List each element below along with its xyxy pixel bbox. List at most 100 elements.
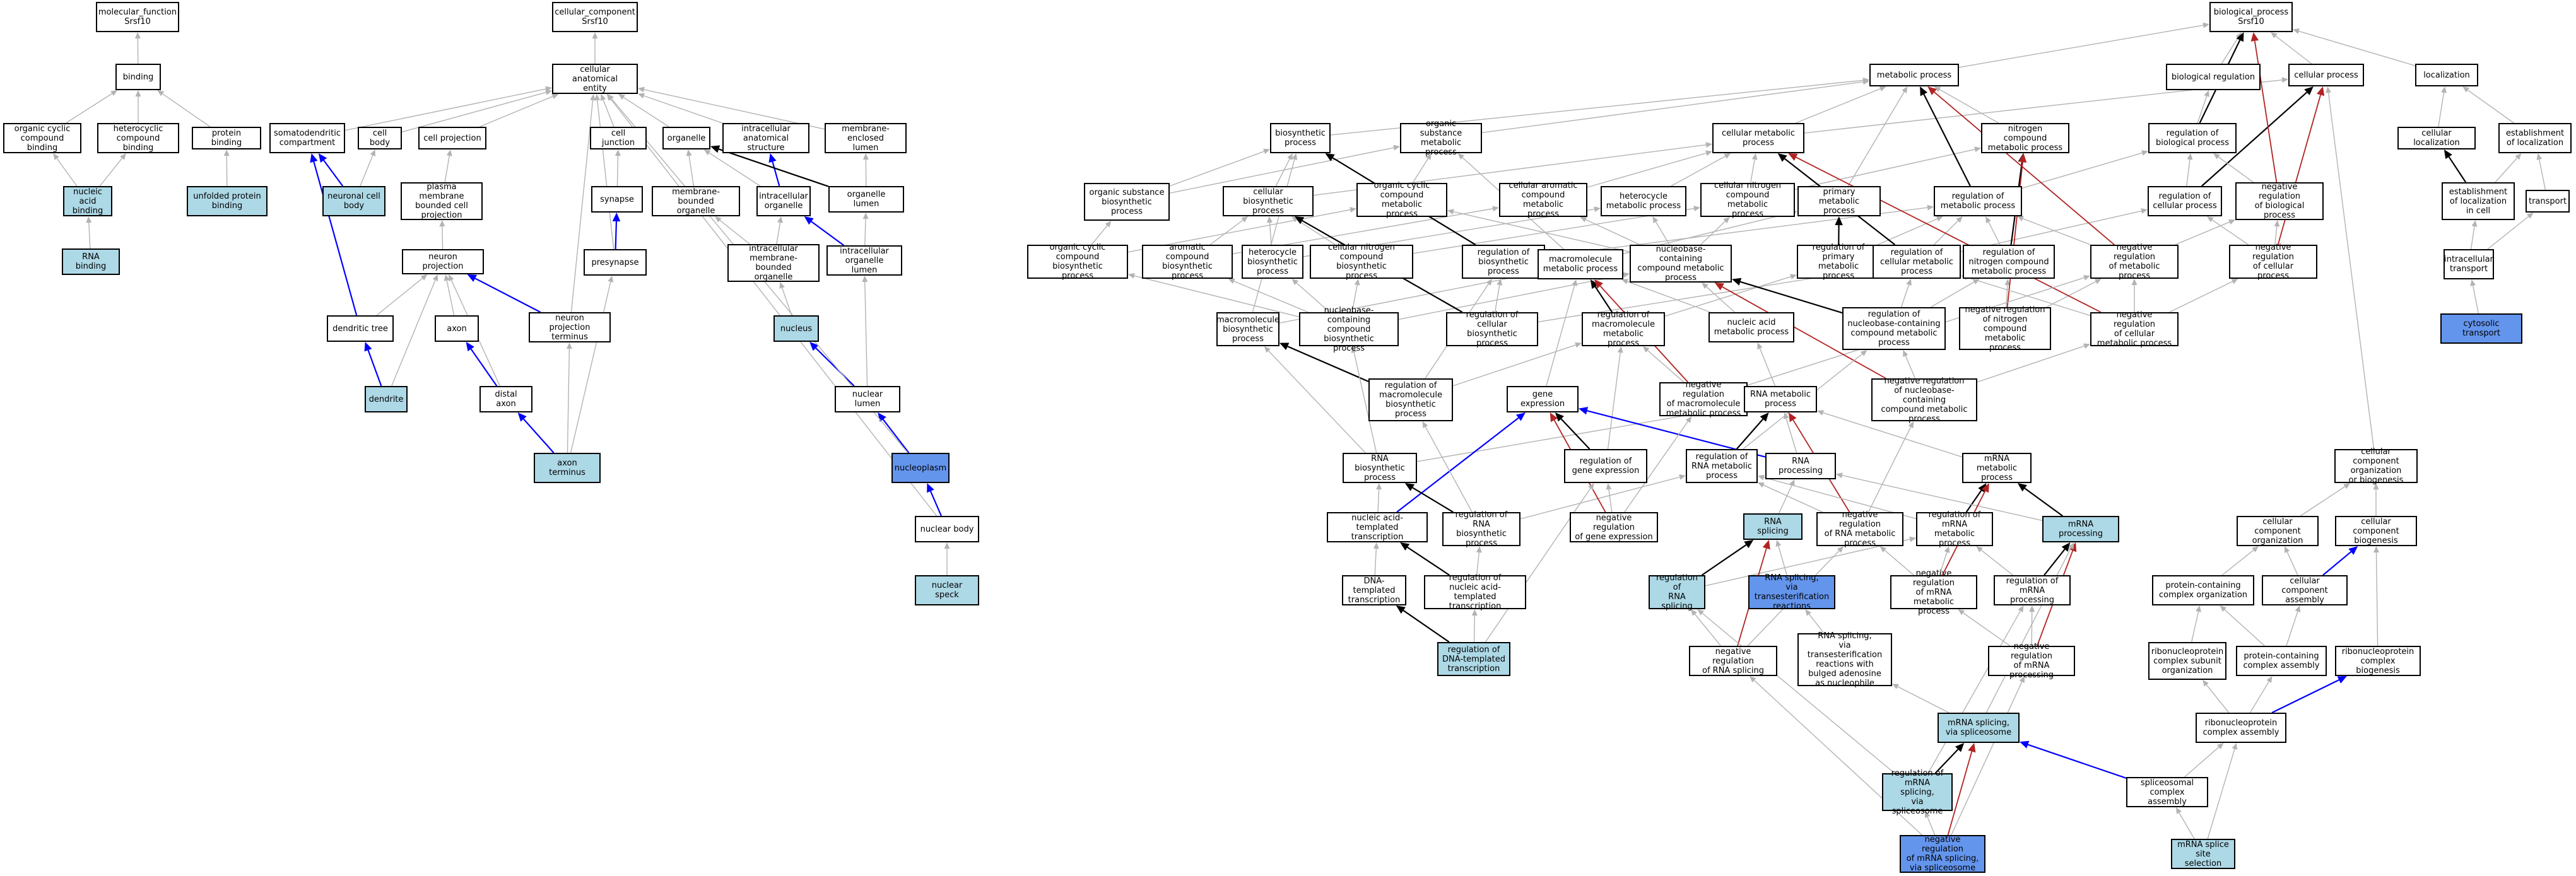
go-term-reg-rna-bio[interactable]: regulation of RNA biosynthetic process [1442,510,1520,548]
go-term-protein-complex-asm[interactable]: protein-containing complex assembly [2236,646,2327,676]
go-term-biological-regulation[interactable]: biological regulation [2166,64,2261,90]
go-term-cell-projection[interactable]: cell projection [418,127,486,149]
go-term-arom-bio[interactable]: aromatic compound biosynthetic process [1142,243,1233,281]
go-term-org-sub-bio[interactable]: organic substance biosynthetic process [1084,183,1170,221]
go-term-cc-assembly[interactable]: cellular component assembly [2262,575,2348,605]
go-term-macro-bio[interactable]: macromolecule biosynthetic process [1216,312,1279,346]
go-term-intra-anat[interactable]: intracellular anatomical structure [722,123,809,153]
go-term-nuclear-speck[interactable]: nuclear speck [915,575,979,605]
go-term-reg-bio[interactable]: regulation of biological process [2148,123,2237,153]
go-term-unfolded-protein-binding[interactable]: unfolded protein binding [187,186,268,216]
go-term-cell-bio[interactable]: cellular biosynthetic process [1223,186,1314,216]
go-term-intra-org[interactable]: intracellular organelle [756,186,811,216]
go-term-metabolic-process[interactable]: metabolic process [1869,64,1959,86]
go-term-neg-reg-macro-met[interactable]: negative regulation of macromolecule met… [1659,380,1748,418]
go-term-reg-cell-proc[interactable]: regulation of cellular process [2148,186,2222,216]
go-term-neg-reg-mrna-proc[interactable]: negative regulation of mRNA processing [1988,642,2075,680]
go-term-dendrite[interactable]: dendrite [365,386,408,412]
go-term-cellular-localization[interactable]: cellular localization [2397,127,2476,149]
go-term-biosynthetic-process[interactable]: biosynthetic process [1270,123,1331,153]
go-term-nitrogen-met[interactable]: nitrogen compound metabolic process [1981,123,2069,153]
go-term-rna-binding[interactable]: RNA binding [62,248,120,275]
go-term-reg-dna-templ-trans[interactable]: regulation of DNA-templated transcriptio… [1437,642,1510,676]
go-term-rna-bio[interactable]: RNA biosynthetic process [1343,453,1417,483]
go-term-plasma-mem-proj[interactable]: plasma membrane bounded cell projection [401,182,483,220]
go-term-est-loc-cell[interactable]: establishment of localization in cell [2442,182,2515,220]
go-term-neg-reg-cell-proc[interactable]: negative regulation of cellular process [2229,243,2317,281]
go-term-cc-root[interactable]: cellular_component Srsf10 [552,2,638,32]
go-term-reg-biosyn[interactable]: regulation of biosynthetic process [1462,245,1545,279]
go-term-reg-mrna-splicing-spl[interactable]: regulation of mRNA splicing, via spliceo… [1882,769,1953,816]
go-term-nucleic-met[interactable]: nucleic acid metabolic process [1709,312,1794,342]
go-term-protein-binding[interactable]: protein binding [192,127,261,149]
go-term-reg-cell-bio[interactable]: regulation of cellular biosynthetic proc… [1446,310,1538,348]
go-term-binding[interactable]: binding [115,64,161,90]
go-term-org-cyc-bio[interactable]: organic cyclic compound biosynthetic pro… [1027,243,1128,281]
go-term-presynapse[interactable]: presynapse [584,249,647,276]
go-term-somatodendritic[interactable]: somatodendritic compartment [269,123,345,153]
go-term-intra-mem-org[interactable]: intracellular membrane-bounded organelle [727,244,820,282]
go-term-reg-mrna-proc[interactable]: regulation of mRNA processing [1994,575,2071,605]
go-term-gene-expression[interactable]: gene expression [1507,386,1579,412]
go-term-reg-gene-exp[interactable]: regulation of gene expression [1564,449,1647,483]
go-term-neg-reg-mrna-splicing-spl[interactable]: negative regulation of mRNA splicing, vi… [1900,835,1985,873]
go-term-nucleus[interactable]: nucleus [773,315,819,342]
go-term-mf-root[interactable]: molecular_function Srsf10 [96,2,179,32]
go-term-rnp-assembly[interactable]: ribonucleoprotein complex assembly [2196,713,2286,743]
go-term-reg-rna-splicing[interactable]: regulation of RNA splicing [1649,573,1705,611]
go-term-axon[interactable]: axon [435,315,479,342]
go-term-dna-templ-trans[interactable]: DNA-templated transcription [1342,575,1406,605]
go-term-reg-mrna-met[interactable]: regulation of mRNA metabolic process [1916,510,1993,548]
go-term-organelle-lumen[interactable]: organelle lumen [828,186,904,213]
go-term-neg-reg-mrna-met[interactable]: negative regulation of mRNA metabolic pr… [1890,569,1977,616]
go-term-cytosolic-transport[interactable]: cytosolic transport [2440,313,2522,344]
go-term-nucleoplasm[interactable]: nucleoplasm [891,453,950,483]
go-term-rna-met[interactable]: RNA metabolic process [1744,386,1817,412]
go-term-mem-enclosed-lumen[interactable]: membrane-enclosed lumen [825,123,907,153]
go-term-mrna-processing[interactable]: mRNA processing [2042,516,2119,542]
go-term-reg-rna-met[interactable]: regulation of RNA metabolic process [1686,449,1758,483]
go-term-macro-met[interactable]: macromolecule metabolic process [1538,249,1623,279]
go-term-cell-junction[interactable]: cell junction [590,127,647,149]
go-term-protein-complex-org[interactable]: protein-containing complex organization [2152,575,2254,605]
go-term-reg-nucl-templ-trans[interactable]: regulation of nucleic acid-templated tra… [1424,573,1526,611]
go-term-org-sub-met[interactable]: organic substance metabolic process [1400,119,1482,157]
go-term-het-bio[interactable]: heterocycle biosynthetic process [1242,245,1303,279]
go-term-reg-cell-met[interactable]: regulation of cellular metabolic process [1873,245,1961,279]
go-term-neg-reg-gene-exp[interactable]: negative regulation of gene expression [1570,512,1658,542]
go-term-cell-nitro-bio[interactable]: cellular nitrogen compound biosynthetic … [1310,243,1413,281]
go-term-nucbase-bio[interactable]: nucleobase-containing compound biosynthe… [1299,306,1399,353]
go-term-bp-root[interactable]: biological_process Srsf10 [2209,2,2293,32]
go-term-dendritic-tree[interactable]: dendritic tree [327,315,394,342]
go-term-rnp-subunit-org[interactable]: ribonucleoprotein complex subunit organi… [2148,642,2226,680]
go-term-neuron-projection[interactable]: neuron projection [402,249,484,274]
go-term-cell-arom-met[interactable]: cellular aromatic compound metabolic pro… [1499,181,1587,219]
go-term-neg-reg-met[interactable]: negative regulation of metabolic process [2090,243,2179,281]
go-term-cc-biogenesis[interactable]: cellular component biogenesis [2335,516,2417,546]
go-term-distal-axon[interactable]: distal axon [479,386,532,412]
go-term-cc-org-bio[interactable]: cellular component organization or bioge… [2334,447,2418,485]
go-term-reg-nitro-met[interactable]: regulation of nitrogen compound metaboli… [1963,245,2055,279]
go-term-organelle[interactable]: organelle [662,127,710,149]
go-term-neuronal-cell-body[interactable]: neuronal cell body [322,186,385,216]
go-term-org-cyc-met[interactable]: organic cyclic compound metabolic proces… [1356,181,1447,219]
go-term-neg-reg-rna-splicing[interactable]: negative regulation of RNA splicing [1689,646,1777,676]
go-term-nucl-templ-trans[interactable]: nucleic acid-templated transcription [1327,512,1428,542]
go-term-transport[interactable]: transport [2526,190,2570,213]
go-term-neg-reg-nitro-met[interactable]: negative regulation of nitrogen compound… [1959,305,2051,353]
go-term-het-met[interactable]: heterocycle metabolic process [1601,186,1686,216]
go-term-cell-met[interactable]: cellular metabolic process [1712,123,1804,153]
go-term-mrna-met[interactable]: mRNA metabolic process [1962,453,2032,483]
go-term-neg-reg-nucbase-met[interactable]: negative regulation of nucleobase-contai… [1871,377,1977,424]
go-term-nucleic-acid-binding[interactable]: nucleic acid binding [63,186,112,216]
go-term-cell-body[interactable]: cell body [358,127,402,149]
go-term-org-cyc-bind[interactable]: organic cyclic compound binding [3,123,81,153]
go-term-reg-macro-bio[interactable]: regulation of macromolecule biosynthetic… [1368,378,1453,421]
go-term-cellular-process[interactable]: cellular process [2288,64,2364,86]
go-term-axon-terminus[interactable]: axon terminus [534,453,601,483]
go-term-neuron-proj-term[interactable]: neuron projection terminus [529,312,611,342]
go-term-nuclear-lumen[interactable]: nuclear lumen [835,386,900,412]
go-term-nucbase-met[interactable]: nucleobase-containing compound metabolic… [1630,245,1732,283]
go-term-het-cyc-bind[interactable]: heterocyclic compound binding [97,123,179,153]
go-term-intra-transport[interactable]: intracellular transport [2444,249,2494,279]
